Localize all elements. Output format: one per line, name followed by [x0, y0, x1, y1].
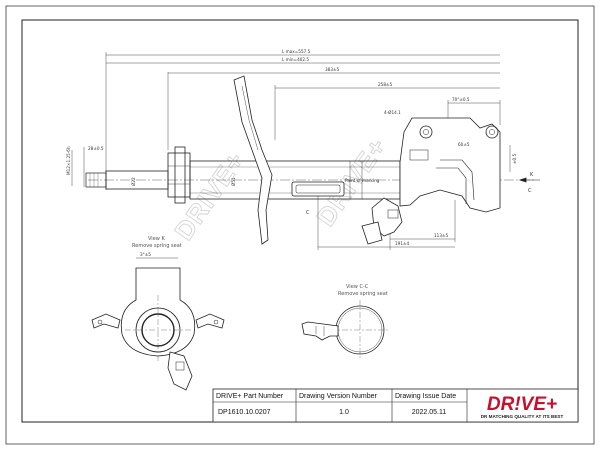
outer-frame — [5, 5, 595, 445]
dim-k: K — [530, 172, 534, 178]
view-cc-title: View C-C — [346, 284, 369, 290]
dim-lmin: L min=402.5 — [282, 57, 309, 62]
dim-51: Ø51 — [231, 177, 236, 186]
view-k: View K Remove spring seat — [91, 236, 225, 391]
watermark: DRIVE+ DRIVE+ — [168, 131, 393, 246]
view-cc-subtitle: Remove spring seat — [338, 291, 388, 297]
dim-383: 383±5 — [325, 67, 340, 72]
title-block: DRIVE+ Part Number Drawing Version Numbe… — [212, 388, 579, 423]
dim-lmax: L max=557.5 — [282, 49, 311, 54]
title-block-part-number: DP1610.10.0207 — [218, 409, 271, 416]
strut-side-view — [71, 52, 540, 250]
dim-22: Ø22 — [131, 177, 136, 186]
dim-28: 28±0.5 — [88, 146, 104, 151]
title-block-version-header: Drawing Version Number — [299, 393, 377, 400]
dim-60: 60±5 — [458, 142, 470, 147]
dim-thread: M12×1.25-6h — [66, 146, 71, 175]
drawing-border — [21, 19, 579, 423]
dim-holes: 4-Ø14.1 — [384, 110, 401, 115]
view-k-subtitle: Remove spring seat — [132, 243, 182, 249]
view-cc: View C-C Remove spring seat — [301, 284, 390, 360]
dim-70: 70°±0.5 — [452, 97, 470, 102]
dimension-labels: L max=557.5 L min=402.5 383±5 258±5 70°±… — [66, 49, 534, 257]
dim-113: 113±5 — [434, 233, 449, 238]
note-paint: Paint of marking — [345, 178, 380, 183]
title-block-version: 1.0 — [339, 409, 349, 416]
dim-side: ±0.5 — [512, 153, 517, 164]
dim-191: 191±4 — [395, 241, 410, 246]
view-k-title: View K — [148, 236, 165, 242]
dim-c2: C — [306, 210, 310, 216]
dim-c1: C — [528, 188, 532, 194]
title-block-part-number-header: DRIVE+ Part Number — [216, 393, 284, 400]
title-block-date: 2022.05.11 — [412, 409, 447, 416]
dim-angle: 3°±5 — [140, 252, 151, 257]
brand-slogan: DR MATCHING QUALITY AT ITS BEST — [481, 414, 564, 419]
dim-258: 258±5 — [378, 82, 393, 87]
title-block-date-header: Drawing Issue Date — [395, 393, 456, 400]
brand-logo: DR!VE+ — [487, 394, 557, 415]
